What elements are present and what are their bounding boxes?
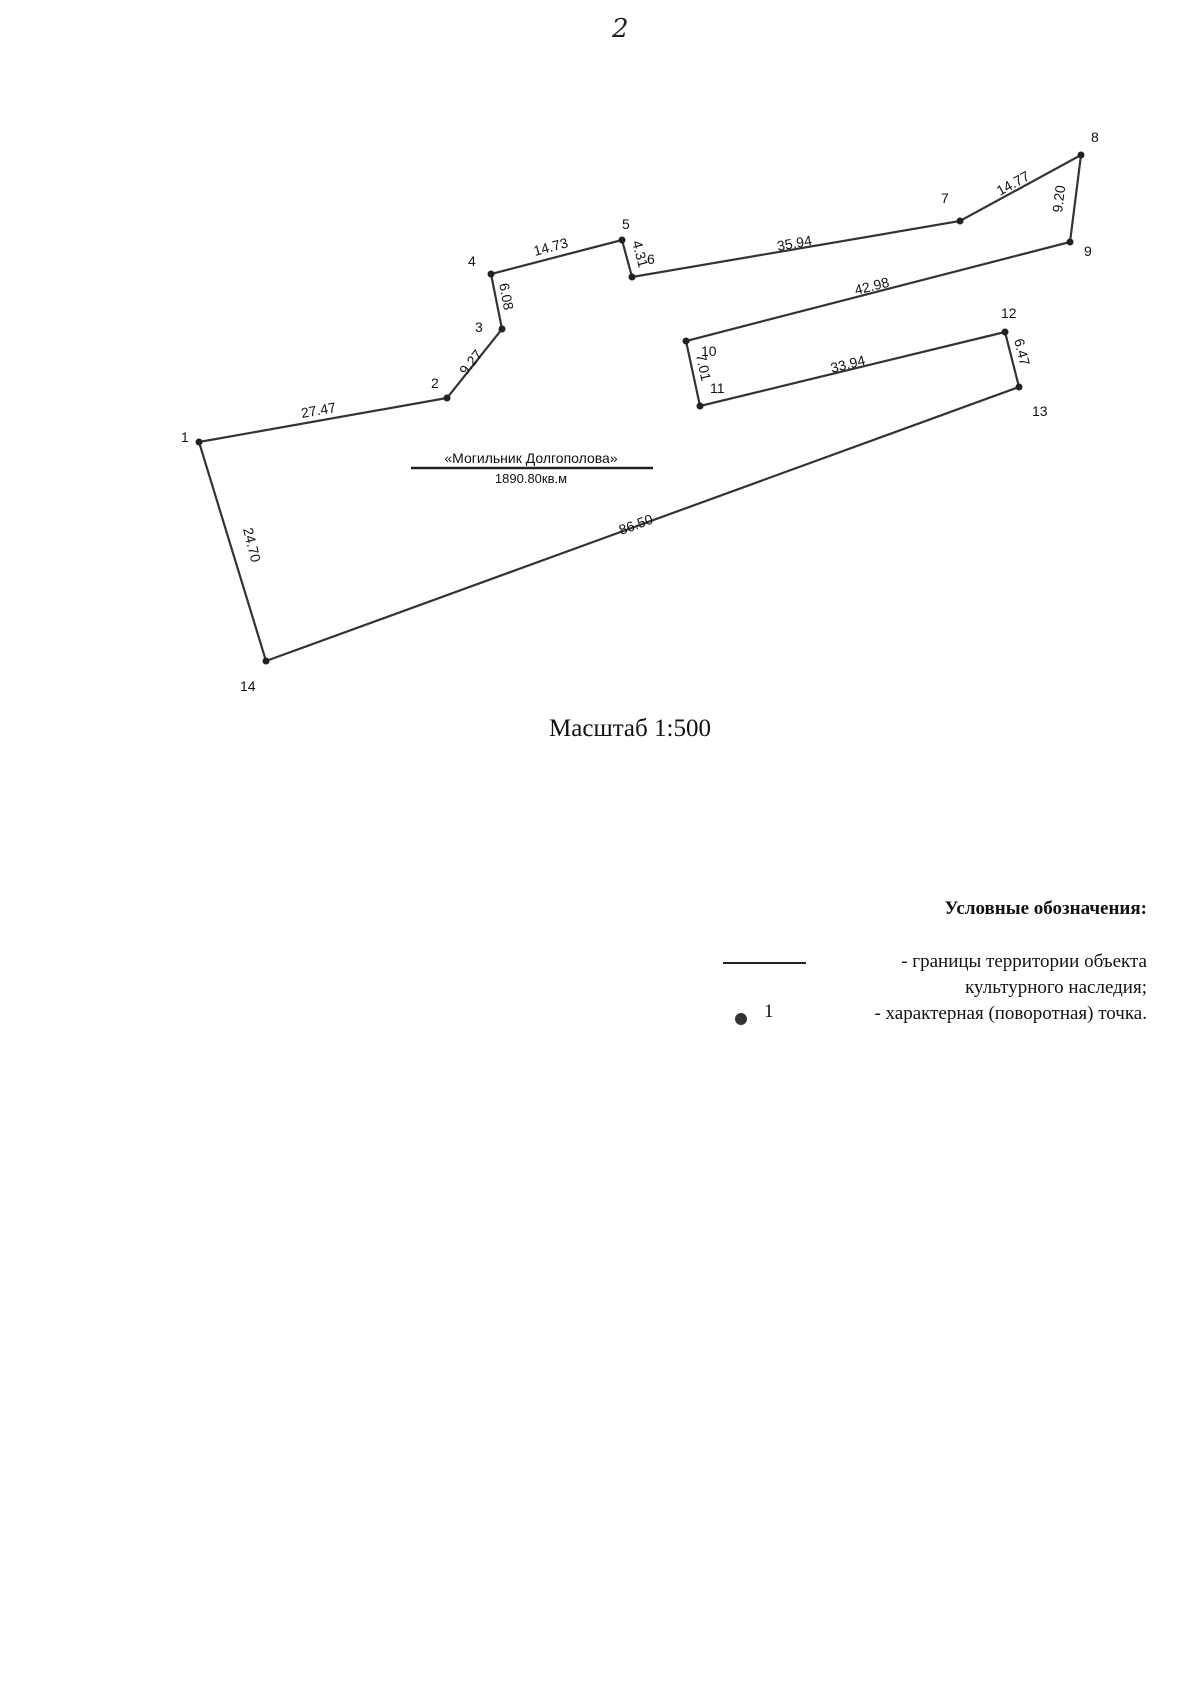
vertex-label-5: 5 — [622, 216, 630, 232]
length-label: 9.20 — [1049, 184, 1068, 213]
length-label: 6.47 — [1011, 337, 1033, 368]
legend-point-symbol — [735, 1013, 747, 1025]
segment-length-labels: 27.47 9.27 6.08 14.73 4.31 35.94 14.77 9… — [240, 168, 1068, 564]
vertex-label-11: 11 — [710, 380, 725, 396]
vertex-dot — [443, 394, 451, 402]
vertex-label-14: 14 — [240, 678, 256, 694]
page-number: 2 — [612, 14, 629, 44]
vertex-dot — [618, 236, 626, 244]
length-label: 35.94 — [776, 232, 813, 254]
legend-title: Условные обозначения: — [944, 898, 1147, 919]
legend-point-number: 1 — [764, 1001, 774, 1022]
vertex-label-1: 1 — [181, 429, 189, 445]
length-label: 14.77 — [994, 168, 1033, 199]
vertex-dot — [682, 337, 690, 345]
vertex-dot — [1001, 328, 1009, 336]
legend-point-text: - характерная (поворотная) точка. — [874, 1003, 1147, 1024]
vertex-dot — [1077, 151, 1085, 159]
length-label: 86.50 — [617, 511, 656, 538]
vertex-dot — [1066, 238, 1074, 246]
vertex-dot — [262, 657, 270, 665]
vertex-label-10: 10 — [701, 343, 717, 359]
object-area: 1890.80кв.м — [495, 471, 567, 486]
vertex-dot — [696, 402, 704, 410]
vertex-label-3: 3 — [475, 319, 483, 335]
vertex-label-8: 8 — [1091, 129, 1099, 145]
vertex-label-9: 9 — [1084, 243, 1092, 259]
legend-boundary-text-2: культурного наследия; — [965, 977, 1147, 998]
legend-boundary-line-symbol — [723, 962, 806, 964]
vertex-dot — [956, 217, 964, 225]
vertex-dot — [1015, 383, 1023, 391]
vertex-label-6: 6 — [647, 251, 655, 267]
vertex-dot — [628, 273, 636, 281]
scale-label: Масштаб 1:500 — [549, 715, 711, 742]
vertex-label-7: 7 — [941, 190, 949, 206]
vertex-label-13: 13 — [1032, 403, 1048, 419]
legend-boundary-text-1: - границы территории объекта — [901, 951, 1147, 972]
length-label: 9.27 — [456, 346, 486, 377]
length-label: 24.70 — [240, 526, 264, 564]
length-label: 33.94 — [829, 352, 867, 376]
length-label: 6.08 — [496, 282, 517, 312]
object-name: «Могильник Долгополова» — [444, 450, 617, 466]
vertex-points — [195, 151, 1085, 665]
vertex-dot — [487, 270, 495, 278]
length-label: 7.01 — [693, 352, 714, 382]
vertex-dot — [498, 325, 506, 333]
length-label: 42.98 — [853, 274, 891, 298]
length-label: 4.31 — [629, 239, 652, 270]
vertex-dot — [195, 438, 203, 446]
vertex-label-12: 12 — [1001, 305, 1017, 321]
vertex-label-4: 4 — [468, 253, 476, 269]
length-label: 27.47 — [300, 399, 337, 421]
vertex-label-2: 2 — [431, 375, 439, 391]
vertex-labels: 1 2 3 4 5 6 7 8 9 10 11 12 13 14 — [181, 129, 1099, 694]
